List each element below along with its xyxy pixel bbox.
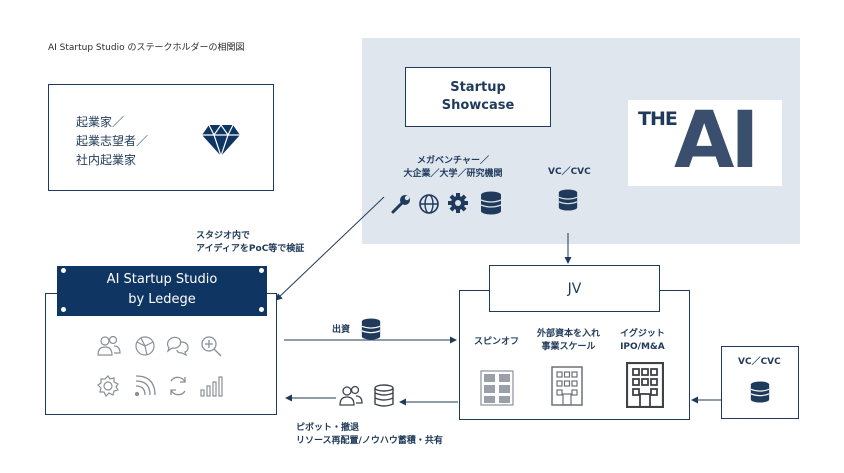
- zoom-in-icon: [201, 336, 222, 357]
- banner-dot-tl: [61, 268, 66, 273]
- people-icon: [339, 385, 363, 406]
- entrepreneur-label: 起業家／ 起業志望者／ 社内起業家: [76, 113, 148, 170]
- exit-line1: イグジット: [620, 329, 665, 339]
- showcase-line1: Startup: [450, 80, 506, 95]
- studio-name-line2: by Ledege: [128, 292, 196, 307]
- banner-dot-br: [259, 307, 264, 312]
- logo-ai-text: AI: [674, 96, 759, 186]
- jv-header: JV: [489, 265, 660, 312]
- chat-bubbles-icon: [166, 336, 189, 357]
- pivot-line2: リソース再配置/ノウハウ蓄積・共有: [296, 436, 443, 446]
- pivot-line1: ピボット・撤退: [296, 423, 360, 433]
- startup-showcase-box: Startup Showcase: [405, 67, 551, 127]
- investment-coins-icon: [361, 318, 381, 340]
- diagram-title: AI Startup Studio のステークホルダーの相関図: [48, 43, 245, 53]
- vc-top-coins-icon: [558, 189, 578, 211]
- knowledge-database-icon: [374, 384, 394, 407]
- studio-name-line1: AI Startup Studio: [106, 272, 218, 287]
- corporate-label: メガベンチャー／ 大企業／大学／研究機関: [393, 155, 513, 181]
- investment-label: 出資: [332, 325, 351, 335]
- vc-right-box: VC／CVC: [721, 346, 799, 419]
- database-icon: [480, 191, 502, 215]
- corporate-line1: メガベンチャー／: [417, 156, 489, 166]
- entrepreneur-line1: 起業家／: [76, 115, 125, 129]
- exit-label: イグジット IPO/M&A: [620, 328, 665, 354]
- gear-icon: [448, 193, 468, 213]
- vc-top-label: VC／CVC: [548, 167, 591, 177]
- globe-icon: [419, 194, 439, 214]
- scale-label: 外部資本を入れ 事業スケール: [537, 328, 600, 354]
- jv-label: JV: [567, 281, 582, 297]
- studio-note: スタジオ内で アイディアをPoC等で検証: [196, 230, 304, 256]
- team-icon: [97, 335, 121, 356]
- banner-dot-bl: [61, 307, 66, 312]
- studio-note-line1: スタジオ内で: [196, 231, 251, 241]
- spinoff-building-icon: [480, 370, 514, 406]
- studio-banner: AI Startup Studio by Ledege: [57, 266, 267, 316]
- exit-line2: IPO/M&A: [620, 342, 665, 352]
- corporate-line2: 大企業／大学／研究機関: [403, 169, 503, 179]
- pivot-label: ピボット・撤退 リソース再配置/ノウハウ蓄積・共有: [296, 422, 443, 448]
- network-globe-icon: [135, 336, 155, 356]
- bar-chart-icon: [200, 376, 223, 397]
- the-ai-logo: THE AI: [628, 96, 782, 186]
- refresh-icon: [170, 376, 186, 396]
- logo-the-text: THE: [638, 108, 678, 130]
- diamond-icon: [202, 123, 240, 157]
- studio-note-line2: アイディアをPoC等で検証: [196, 244, 305, 254]
- spinoff-label: スピンオフ: [474, 337, 520, 347]
- rss-icon: [134, 375, 156, 397]
- banner-dot-tr: [259, 268, 264, 273]
- entrepreneur-line3: 社内起業家: [76, 153, 137, 167]
- wrench-icon: [391, 195, 410, 214]
- vc-right-coins-icon: [750, 381, 770, 403]
- scale-line1: 外部資本を入れ: [537, 329, 601, 339]
- exit-building-icon: [626, 362, 664, 408]
- scale-building-icon: [551, 366, 583, 406]
- vc-right-label: VC／CVC: [738, 357, 781, 367]
- entrepreneur-line2: 起業志望者／: [76, 134, 149, 148]
- scale-line2: 事業スケール: [541, 342, 596, 352]
- entrepreneur-box: 起業家／ 起業志望者／ 社内起業家: [48, 84, 274, 191]
- showcase-line2: Showcase: [441, 98, 515, 113]
- settings-icon: [97, 375, 119, 398]
